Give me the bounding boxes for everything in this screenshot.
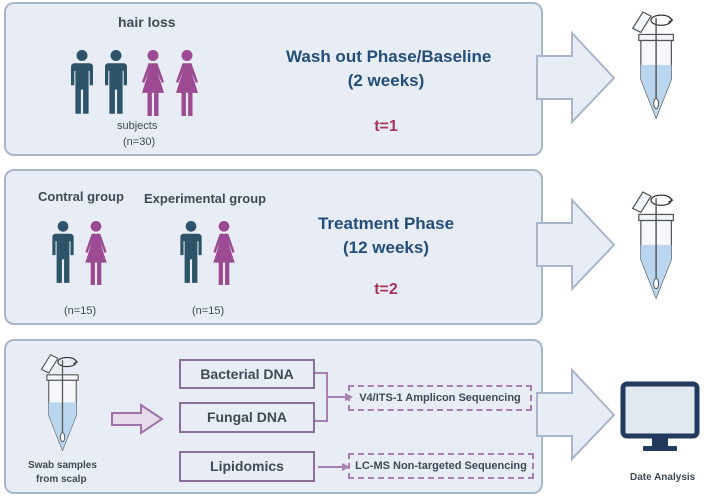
treatment-phase-duration: (12 weeks)	[343, 238, 429, 257]
analysis-panel: Swab samples from scalp Bacterial DNA Fu…	[4, 339, 543, 494]
control-count: (n=15)	[64, 305, 97, 317]
fungal-dna-label: Fungal DNA	[206, 409, 288, 425]
lcms-sequencing-box: LC-MS Non-targeted Sequencing	[348, 453, 534, 479]
treatment-phase-title: Treatment Phase	[317, 214, 455, 233]
female-icon	[85, 221, 107, 285]
swab-tube-icon	[40, 353, 79, 451]
baseline-phase-title: Wash out Phase/Baseline	[286, 47, 492, 66]
baseline-phase-duration: (2 weeks)	[347, 71, 425, 90]
amplicon-sequencing-box: V4/ITS-1 Amplicon Sequencing	[348, 385, 532, 411]
fungal-dna-box: Fungal DNA	[179, 402, 315, 433]
female-icon	[213, 221, 235, 285]
baseline-output-arrow	[536, 30, 616, 125]
male-icon	[180, 221, 202, 283]
treatment-sample-tube-icon	[631, 191, 675, 299]
swab-label-line2: from scalp	[36, 474, 87, 485]
control-group-label: Contral group	[38, 189, 124, 204]
analysis-output-arrow	[536, 367, 616, 462]
swab-label-line1: Swab samples	[28, 460, 97, 471]
baseline-panel: hair loss subjects (n=30) Wash out Phase…	[4, 2, 543, 156]
experimental-count: (n=15)	[192, 305, 225, 317]
computer-monitor-icon	[620, 381, 700, 451]
lipidomics-box: Lipidomics	[179, 451, 315, 482]
hair-loss-label: hair loss	[118, 14, 176, 30]
subjects-figures	[71, 50, 198, 116]
data-analysis-label: Date Analysis	[630, 472, 696, 483]
lcms-sequencing-label: LC-MS Non-targeted Sequencing	[355, 460, 527, 472]
bacterial-dna-label: Bacterial DNA	[200, 366, 294, 382]
lipidomics-label: Lipidomics	[210, 458, 284, 474]
male-icon	[52, 221, 74, 283]
treatment-panel: Contral group Experimental group (n=15) …	[4, 169, 543, 325]
female-icon	[142, 50, 164, 116]
amplicon-sequencing-label: V4/ITS-1 Amplicon Sequencing	[359, 392, 521, 404]
lipid-connector	[318, 463, 350, 471]
female-icon	[176, 50, 198, 116]
experimental-group-figures	[180, 221, 235, 285]
male-icon	[71, 50, 93, 114]
subjects-label: subjects	[117, 120, 158, 132]
process-arrow-icon	[111, 403, 164, 435]
subjects-count: (n=30)	[123, 136, 156, 148]
baseline-timepoint: t=1	[374, 118, 398, 135]
control-group-figures	[52, 221, 107, 285]
male-icon	[105, 50, 127, 114]
treatment-timepoint: t=2	[374, 281, 398, 298]
baseline-sample-tube-icon	[631, 11, 675, 119]
treatment-output-arrow	[536, 197, 616, 292]
experimental-group-label: Experimental group	[144, 191, 267, 206]
bacterial-dna-box: Bacterial DNA	[179, 359, 315, 389]
